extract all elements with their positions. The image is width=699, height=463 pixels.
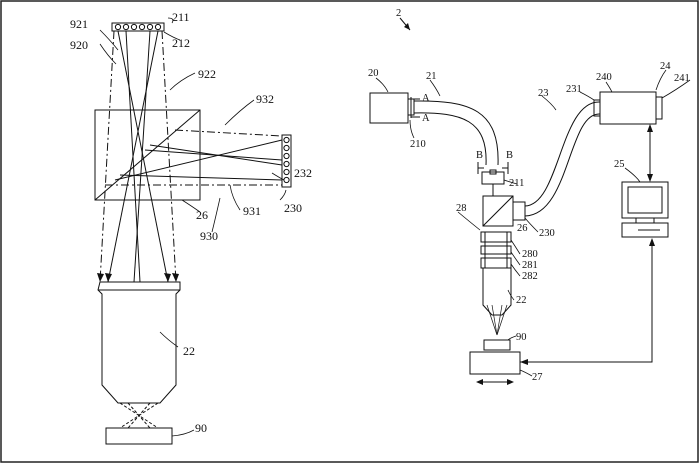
fiber-21-inner bbox=[413, 112, 487, 166]
fiber-23-inner bbox=[524, 113, 601, 217]
optics-ring-281 bbox=[480, 245, 512, 255]
reflected-rays bbox=[114, 139, 283, 181]
light-source-box bbox=[369, 92, 409, 124]
label-211-right: 211 bbox=[509, 178, 524, 189]
label-23: 23 bbox=[538, 88, 549, 99]
label-b-right: B bbox=[506, 150, 513, 161]
label-920: 920 bbox=[70, 38, 88, 52]
label-211-left: 211 bbox=[172, 10, 190, 24]
computer-screen bbox=[627, 186, 663, 214]
stage-computer-link bbox=[520, 240, 653, 363]
focus-rays bbox=[119, 402, 159, 429]
light-source-dots bbox=[114, 23, 162, 31]
label-210: 210 bbox=[410, 139, 426, 150]
label-26-right: 26 bbox=[517, 223, 528, 234]
label-21: 21 bbox=[426, 71, 437, 82]
objective-small-rays bbox=[486, 304, 508, 336]
label-231: 231 bbox=[566, 84, 582, 95]
optics-ring-282 bbox=[480, 257, 512, 269]
objective-small bbox=[482, 268, 512, 316]
sample-small bbox=[483, 339, 511, 351]
objective-lens-body bbox=[97, 281, 181, 404]
label-25: 25 bbox=[614, 159, 625, 170]
label-932: 932 bbox=[256, 92, 274, 106]
fiber-21-outer bbox=[413, 100, 499, 166]
label-232-left: 232 bbox=[294, 166, 312, 180]
left-labels: 921 211 920 212 922 932 232 931 230 26 9… bbox=[70, 10, 312, 435]
label-241: 241 bbox=[674, 73, 690, 84]
detector-230 bbox=[512, 201, 526, 221]
right-labels: 2 20 21 A A 210 23 231 240 24 241 B B 21… bbox=[368, 8, 690, 383]
label-282: 282 bbox=[522, 271, 538, 282]
sample-block bbox=[105, 427, 173, 445]
camera-body bbox=[599, 91, 657, 125]
beam-splitter-cube bbox=[94, 109, 201, 201]
ray-arrowheads bbox=[97, 273, 179, 282]
label-212: 212 bbox=[172, 36, 190, 50]
label-921: 921 bbox=[70, 17, 88, 31]
optics-ring-280 bbox=[480, 231, 512, 243]
detector-dots bbox=[283, 136, 290, 184]
label-28: 28 bbox=[456, 203, 467, 214]
label-230-right: 230 bbox=[539, 228, 555, 239]
label-90-left: 90 bbox=[195, 421, 207, 435]
label-22-left: 22 bbox=[183, 344, 195, 358]
label-2: 2 bbox=[396, 8, 401, 19]
label-a-top: A bbox=[422, 93, 430, 104]
label-26-left: 26 bbox=[196, 208, 208, 222]
label-24: 24 bbox=[660, 61, 671, 72]
dashed-rays bbox=[99, 30, 177, 283]
left-leader-lines bbox=[99, 17, 287, 437]
light-source-array bbox=[111, 22, 165, 32]
label-922: 922 bbox=[198, 67, 216, 81]
label-240: 240 bbox=[596, 72, 612, 83]
label-a-bottom: A bbox=[422, 113, 430, 124]
label-b-left: B bbox=[476, 150, 483, 161]
detector-array bbox=[281, 134, 292, 188]
label-280: 280 bbox=[522, 249, 538, 260]
label-230-left: 230 bbox=[284, 201, 302, 215]
label-90-right: 90 bbox=[516, 332, 527, 343]
label-931: 931 bbox=[243, 204, 261, 218]
computer-stand bbox=[635, 217, 655, 224]
stage-27 bbox=[469, 351, 521, 375]
reflected-dashed-rays bbox=[105, 129, 283, 186]
label-20: 20 bbox=[368, 68, 379, 79]
right-system-diagram bbox=[369, 17, 691, 385]
fiber-23-outer bbox=[524, 101, 601, 207]
camera-end bbox=[655, 96, 663, 120]
label-22-right: 22 bbox=[516, 295, 527, 306]
illumination-rays bbox=[107, 30, 169, 283]
label-27: 27 bbox=[532, 372, 543, 383]
left-optical-diagram bbox=[94, 17, 292, 445]
label-281: 281 bbox=[522, 260, 538, 271]
label-930: 930 bbox=[200, 229, 218, 243]
computer-base bbox=[621, 222, 669, 238]
right-leader-lines bbox=[375, 69, 691, 377]
beam-splitter-diagonal bbox=[94, 109, 201, 201]
